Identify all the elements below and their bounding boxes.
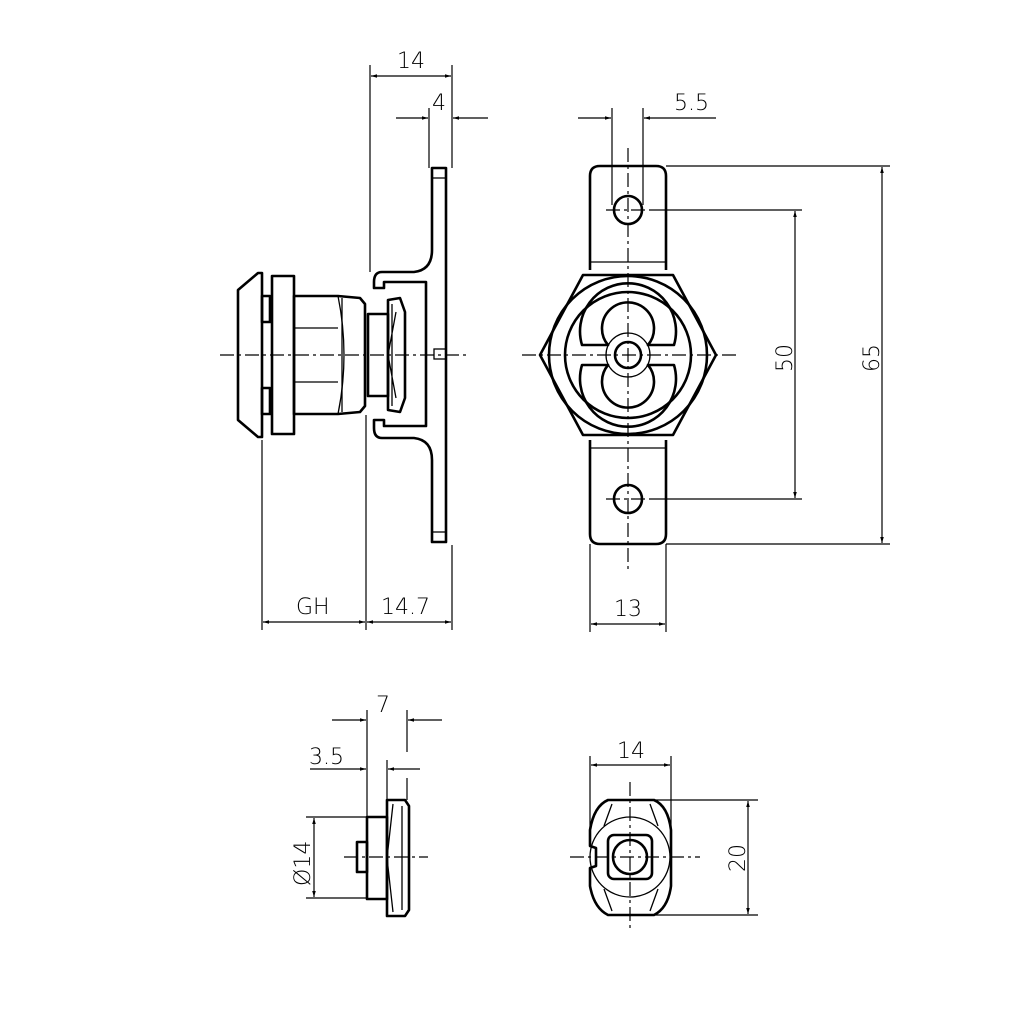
dim-cam-front-width: 14 (617, 739, 645, 764)
cam-front-dimensions: 14 20 (589, 739, 758, 916)
dim-side-total-depth: 14 (397, 49, 425, 74)
dim-front-hole-dia: 5.5 (674, 91, 709, 116)
front-dimensions: 5.5 50 65 13 (578, 91, 890, 632)
dim-side-plate-thickness: 4 (432, 91, 446, 116)
dim-cam-front-height: 20 (726, 844, 751, 872)
dim-cam-diameter: Ø14 (291, 841, 316, 886)
cam-side-view (344, 798, 428, 918)
dim-side-gh: GH (296, 595, 330, 620)
dim-side-depth-behind: 14.7 (381, 595, 430, 620)
side-dimensions: 14 4 GH 14.7 (261, 49, 488, 630)
dim-front-width: 13 (614, 597, 642, 622)
dim-cam-width: 7 (376, 693, 390, 718)
dim-front-hole-spacing: 50 (773, 344, 798, 372)
dim-front-total-height: 65 (860, 344, 885, 372)
front-view (522, 148, 738, 572)
dim-cam-offset: 3.5 (309, 745, 344, 770)
side-view (220, 166, 470, 544)
cam-side-dimensions: 7 3.5 Ø14 (291, 693, 442, 899)
cam-front-view (570, 782, 700, 932)
